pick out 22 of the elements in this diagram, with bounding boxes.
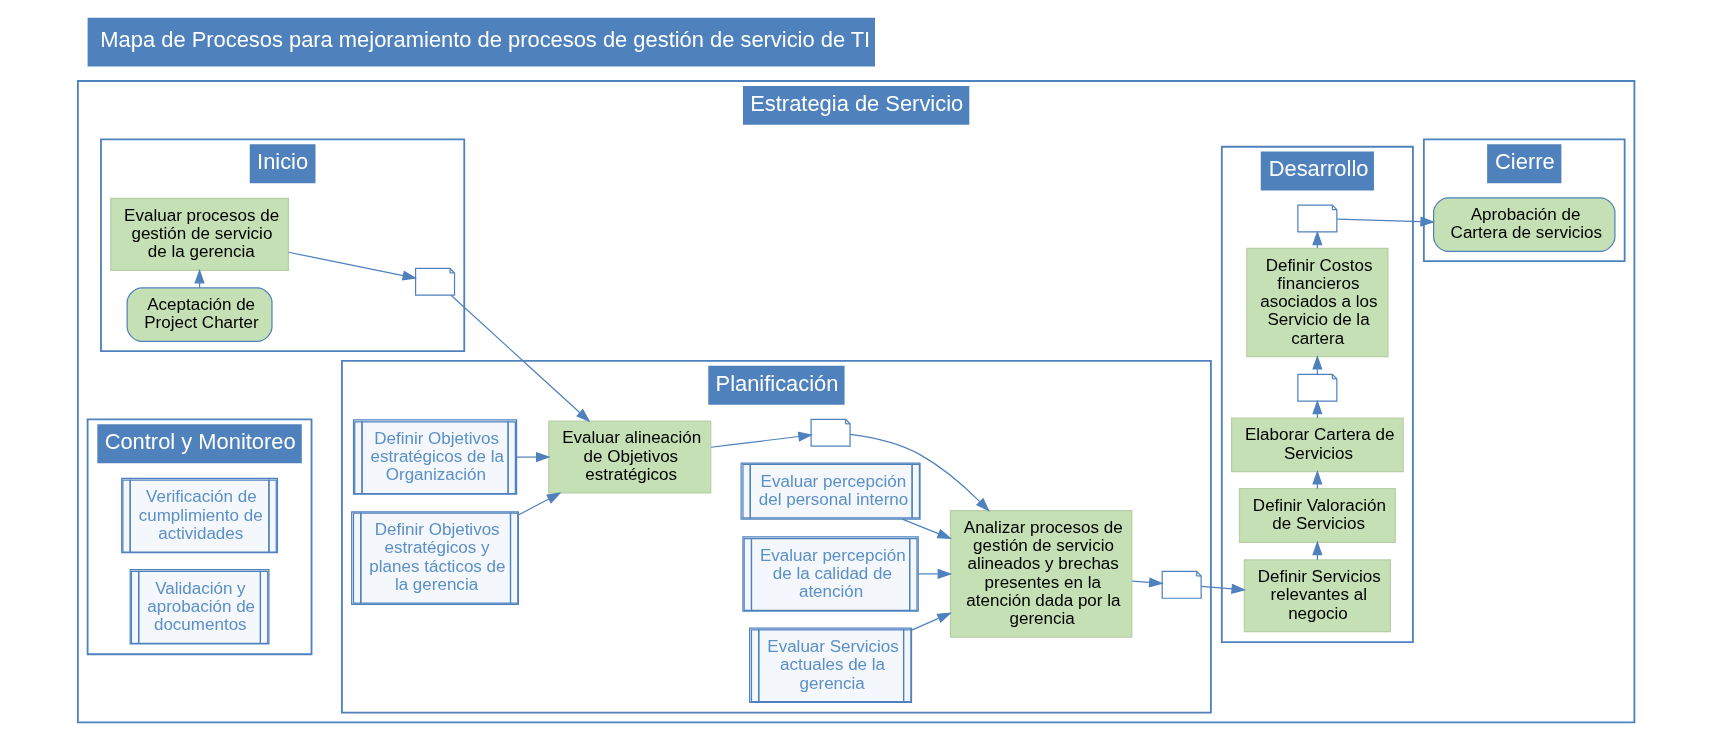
node-box: Analizar procesos de gestión de servicio alineados y brechas presentes en la atención dada por la gerencia bbox=[949, 510, 1132, 638]
arrow bbox=[1200, 583, 1246, 594]
arrow bbox=[710, 431, 813, 448]
arrow bbox=[1336, 216, 1435, 227]
node-box: Evaluar procesos de gestión de servicio de la gerencia bbox=[109, 197, 289, 271]
node-box: Elaborar Cartera de Servicios bbox=[1230, 417, 1404, 473]
arrow bbox=[515, 451, 551, 463]
node-box: Evaluar alineación de Objetivos estratégicos bbox=[547, 420, 711, 494]
node-box: Definir Servicios relevantes al negocio bbox=[1243, 559, 1391, 633]
arrow bbox=[910, 612, 952, 631]
arrow bbox=[449, 294, 590, 423]
arrow bbox=[517, 492, 561, 516]
node-box: Aceptación de Project Charter bbox=[126, 287, 273, 343]
arrow bbox=[1131, 577, 1164, 588]
arrow bbox=[917, 568, 952, 580]
arrow bbox=[901, 518, 952, 539]
arrow bbox=[848, 433, 990, 512]
node-box: Definir Valoración de Servicios bbox=[1238, 488, 1396, 543]
diagram-title: Mapa de Procesos para mejoramiento de procesos de gestión de servicio de TI bbox=[99, 27, 870, 53]
arrow bbox=[287, 251, 417, 281]
node-box: Definir Costos financieros asociados a los Servicio de la cartera bbox=[1245, 247, 1389, 358]
node-box: Aprobación de Cartera de servicios bbox=[1432, 197, 1616, 252]
